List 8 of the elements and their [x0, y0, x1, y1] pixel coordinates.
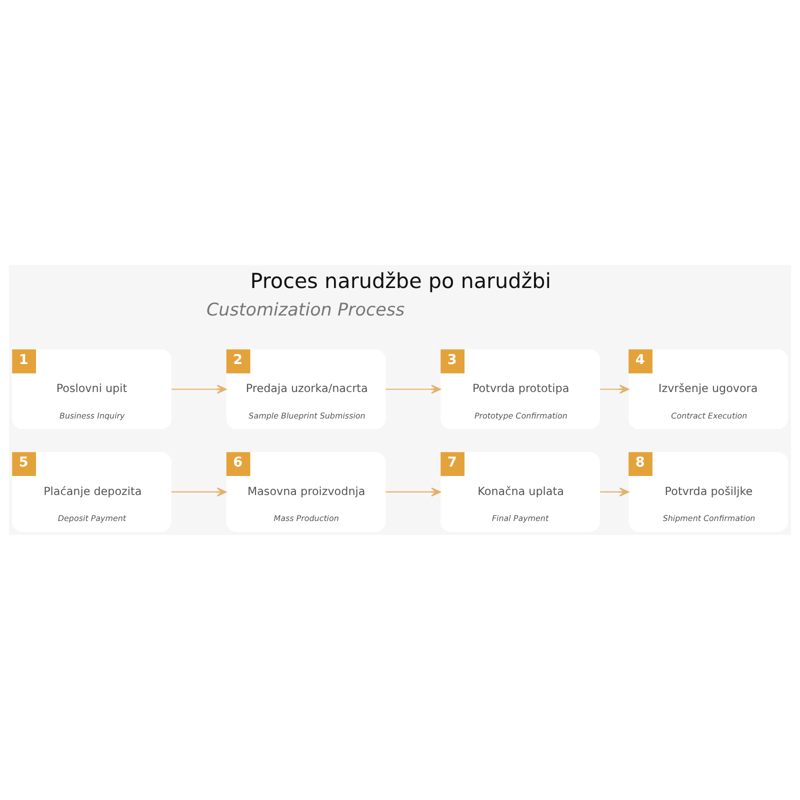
arrow — [171, 384, 227, 394]
arrow — [171, 488, 227, 496]
arrow — [386, 488, 441, 496]
arrow — [600, 384, 630, 394]
arrow — [600, 488, 630, 496]
diagram-title: Proces narudžbe po narudžbi — [250, 268, 552, 293]
label: Customization Process — [206, 300, 405, 321]
arrow — [386, 384, 441, 394]
